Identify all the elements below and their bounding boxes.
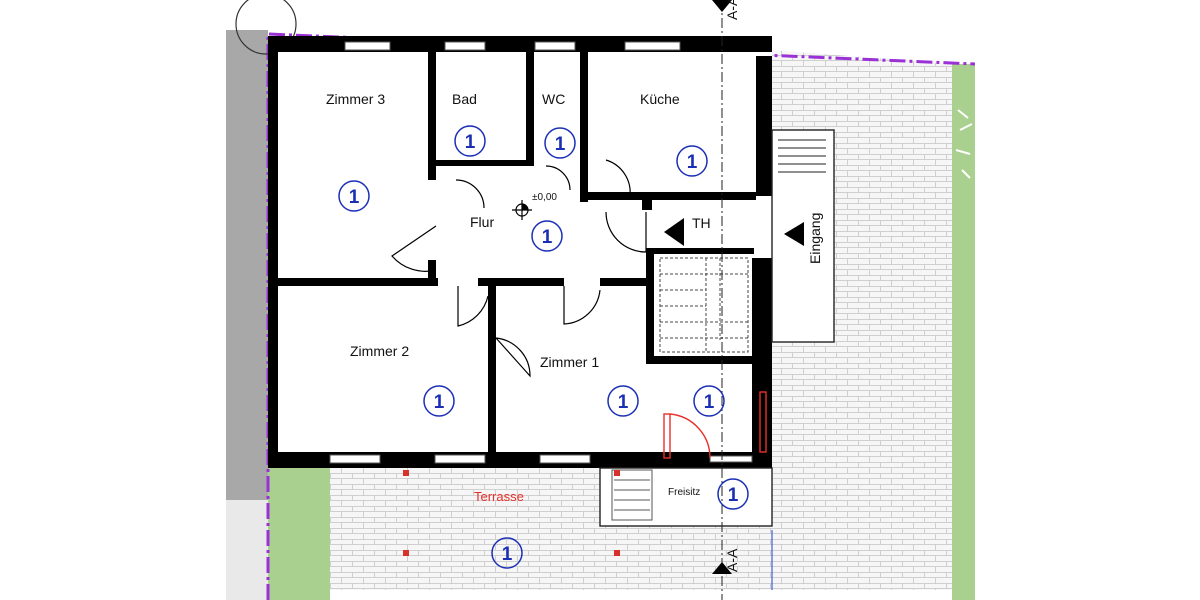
grass-left (268, 468, 330, 600)
room-label-terrasse: Terrasse (474, 489, 524, 504)
level-label: ±0,00 (532, 192, 557, 203)
level-cross-icon (512, 200, 532, 220)
terrace-posts (403, 470, 620, 556)
badge-zimmer1: 1 (618, 392, 629, 413)
badge-kueche: 1 (687, 152, 698, 173)
badge-zimmer3: 1 (349, 187, 360, 208)
neighbor-strip-light (226, 500, 268, 600)
terrace-door (663, 391, 767, 459)
badges (338, 125, 749, 569)
badge-zimmer2: 1 (434, 392, 445, 413)
grass-right (952, 64, 975, 600)
freisitz-area (599, 467, 773, 527)
badge-freisitz: 1 (728, 485, 739, 506)
room-label-flur: Flur (470, 214, 494, 230)
room-label-freisitz: Freisitz (668, 487, 700, 498)
shrub (955, 109, 973, 179)
room-label-zimmer1: Zimmer 1 (540, 354, 599, 370)
walls (268, 36, 772, 468)
room-label-zimmer3: Zimmer 3 (326, 91, 385, 107)
staircase (659, 257, 749, 353)
th-arrow-icon (664, 218, 684, 246)
badge-terrasse: 1 (502, 544, 513, 565)
tree-symbol (235, 0, 297, 55)
entrance-porch (771, 129, 835, 343)
windows (329, 41, 753, 464)
badge-flur: 1 (542, 227, 553, 248)
badge-wc: 1 (555, 134, 566, 155)
section-label-top: A-A (724, 0, 740, 20)
th-label: TH (692, 215, 711, 231)
eingang-label: Eingang (807, 213, 823, 264)
section-line (712, 0, 773, 600)
neighbor-strip (226, 30, 268, 500)
room-label-bad: Bad (452, 91, 477, 107)
room-label-zimmer2: Zimmer 2 (350, 343, 409, 359)
badge-zimmer1-second: 1 (704, 392, 715, 413)
room-label-kueche: Küche (640, 91, 680, 107)
door-swings (391, 159, 647, 378)
badge-bad: 1 (465, 132, 476, 153)
room-label-wc: WC (542, 91, 565, 107)
section-label-bottom: A-A (724, 548, 740, 572)
